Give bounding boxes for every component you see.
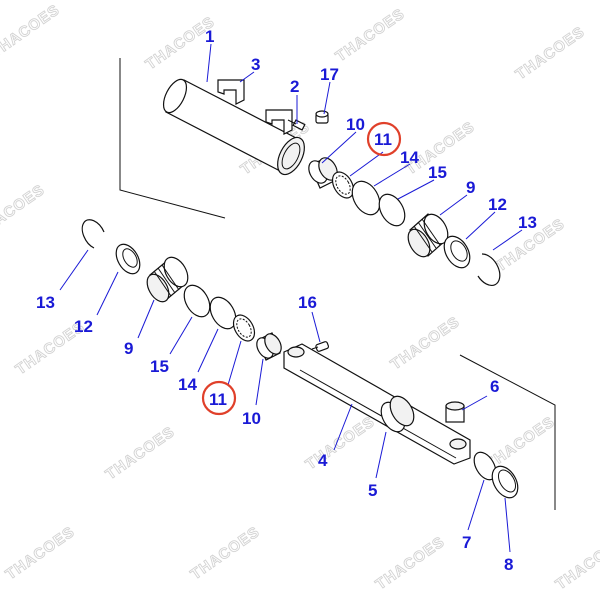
watermark: THACOES: [388, 313, 464, 373]
label-part-13-upper: 13: [518, 213, 537, 232]
seal-part-8: [491, 465, 519, 499]
highlight-circle-11-upper: [366, 121, 402, 157]
seal-part-12-lower: [115, 243, 141, 275]
highlight-circle-11-lower: [201, 380, 237, 416]
o-ring-part-14-upper: [351, 180, 381, 216]
watermark: THACOES: [303, 413, 379, 473]
label-part-17: 17: [320, 65, 339, 84]
label-part-15-upper: 15: [428, 163, 447, 182]
bracket-part-3: [217, 79, 293, 135]
label-part-3: 3: [251, 55, 260, 74]
label-part-13-lower: 13: [36, 293, 55, 312]
watermark: THACOES: [373, 533, 449, 593]
watermark: THACOES: [0, 181, 48, 241]
label-part-6: 6: [490, 377, 499, 396]
label-part-5: 5: [368, 481, 377, 500]
label-part-14-upper: 14: [400, 148, 419, 167]
label-part-7: 7: [462, 533, 471, 552]
label-part-9-lower: 9: [124, 339, 133, 358]
seal-part-12-upper: [443, 235, 471, 269]
bearing-part-9-upper: [407, 213, 449, 258]
watermark: THACOES: [188, 523, 264, 583]
part-labels: 1 3 2 17 10 11 14 15 9 12 13 13 12 9 15 …: [36, 27, 537, 574]
dust-seal-part-11-upper: [331, 171, 355, 199]
backup-ring-part-15-lower: [183, 284, 211, 318]
watermark: THACOES: [553, 533, 600, 593]
bearing-part-9-lower: [146, 256, 189, 303]
label-part-8: 8: [504, 555, 513, 574]
grease-fitting-part-17: [315, 110, 329, 124]
backup-ring-part-15-upper: [378, 193, 406, 227]
bushing-part-10-lower: [256, 332, 282, 361]
label-part-14-lower: 14: [178, 375, 197, 394]
label-part-15-lower: 15: [150, 357, 169, 376]
label-part-4: 4: [318, 451, 328, 470]
collar-part-5: [380, 395, 415, 433]
o-ring-part-14-lower: [209, 296, 237, 330]
watermark: THACOES: [513, 23, 589, 83]
leader-lines: [59, 43, 523, 553]
label-part-16: 16: [298, 293, 317, 312]
label-part-10-lower: 10: [242, 409, 261, 428]
frame-lower: [459, 354, 556, 510]
label-part-12-upper: 12: [488, 195, 507, 214]
watermark: THACOES: [103, 423, 179, 483]
label-part-12-lower: 12: [74, 317, 93, 336]
label-part-9-upper: 9: [466, 178, 475, 197]
frame-upper: [119, 58, 226, 219]
bushing-part-6: [445, 401, 465, 423]
watermark: THACOES: [3, 523, 79, 583]
snap-ring-part-13-upper: [477, 253, 501, 287]
label-part-10-upper: 10: [346, 115, 365, 134]
piston-rod-part-4: [283, 343, 471, 465]
snap-ring-part-13-lower: [81, 219, 105, 249]
cylinder-tube-part-1: [162, 78, 305, 176]
watermark: THACOES: [0, 1, 63, 61]
label-part-11-upper: 11: [374, 130, 392, 149]
grease-fitting-part-2: [287, 119, 306, 131]
dust-seal-part-11-lower: [232, 314, 256, 342]
watermark: THACOES: [333, 5, 409, 65]
label-part-2: 2: [290, 77, 299, 96]
grease-fitting-part-16: [311, 341, 330, 352]
label-part-11-lower: 11: [209, 390, 227, 409]
label-part-1: 1: [205, 27, 214, 46]
